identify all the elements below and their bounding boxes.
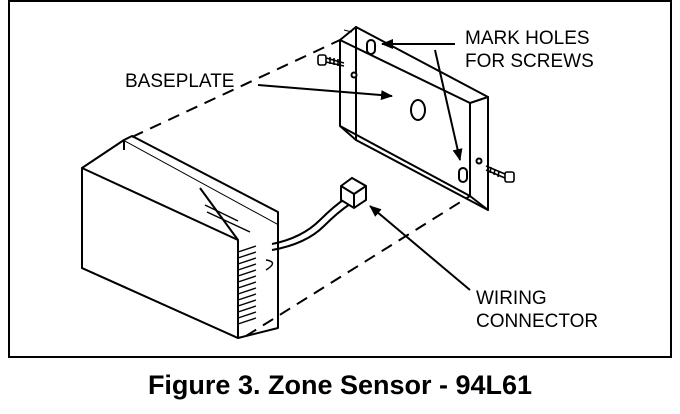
figure-frame <box>8 0 672 358</box>
right-screw-icon <box>485 165 515 183</box>
wiring-connector-icon <box>340 176 367 210</box>
screw-holes <box>350 39 483 183</box>
mark-holes-label-line2: FOR SCREWS <box>465 51 594 72</box>
wiring-label-line2: CONNECTOR <box>476 311 599 332</box>
wiring-label-line1: WIRING <box>476 288 547 309</box>
alignment-lines <box>131 39 471 337</box>
callout-arrows <box>257 39 471 291</box>
mark-holes-label-line1: MARK HOLES <box>465 28 590 49</box>
sensor-housing <box>81 135 279 339</box>
vent-slots <box>204 204 274 325</box>
left-screw-icon <box>317 54 345 67</box>
figure-caption: Figure 3. Zone Sensor - 94L61 <box>147 370 533 400</box>
wire-cable <box>271 197 351 251</box>
baseplate-label: BASEPLATE <box>125 71 235 92</box>
